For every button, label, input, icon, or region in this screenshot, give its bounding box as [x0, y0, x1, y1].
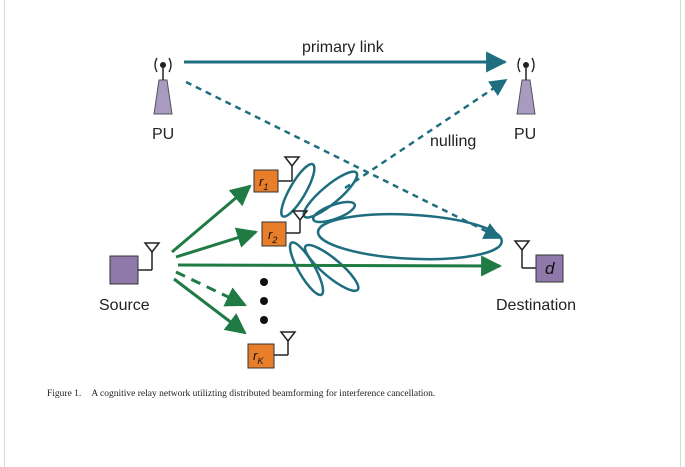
- page-border-left: [4, 0, 5, 467]
- primary-link-label: primary link: [302, 39, 385, 56]
- figure-caption: Figure 1. A cognitive relay network utili…: [47, 389, 435, 399]
- destination-node: d: [513, 240, 564, 283]
- svg-text:r1: r1: [259, 174, 268, 192]
- page-border-right: [680, 0, 681, 467]
- pu-tower-right: [516, 57, 536, 115]
- svg-text:r2: r2: [268, 227, 277, 245]
- relay-r2: r2: [261, 210, 309, 247]
- relay-r1-label: r: [259, 174, 264, 189]
- relay-r2-label: r: [268, 227, 273, 242]
- nulling-label: nulling: [430, 133, 476, 150]
- relay-r1-subscript: 1: [263, 182, 268, 192]
- pu-right-label: PU: [514, 126, 536, 143]
- source-label: Source: [99, 297, 150, 314]
- pu-left-label: PU: [152, 126, 174, 143]
- ellipsis-dots: [260, 278, 268, 324]
- relay-links: [171, 184, 503, 335]
- nulling-arrow: [344, 78, 508, 190]
- destination-label: Destination: [496, 297, 576, 314]
- pu-tower-left: [153, 57, 173, 115]
- caption-text: A cognitive relay network utilizting dis…: [91, 389, 436, 399]
- relay-r2-subscript: 2: [271, 235, 277, 245]
- relay-r1: r1: [253, 156, 301, 193]
- beam-pattern: [280, 162, 504, 297]
- destination-symbol: d: [545, 259, 555, 278]
- figure-number: Figure 1.: [47, 389, 82, 399]
- relay-rk: rK: [247, 331, 297, 369]
- svg-text:rK: rK: [253, 348, 264, 366]
- relay-rk-label: r: [253, 348, 258, 363]
- pu-interference-arrow: [185, 80, 502, 240]
- source-node: [109, 242, 161, 285]
- relay-rk-subscript: K: [257, 356, 264, 366]
